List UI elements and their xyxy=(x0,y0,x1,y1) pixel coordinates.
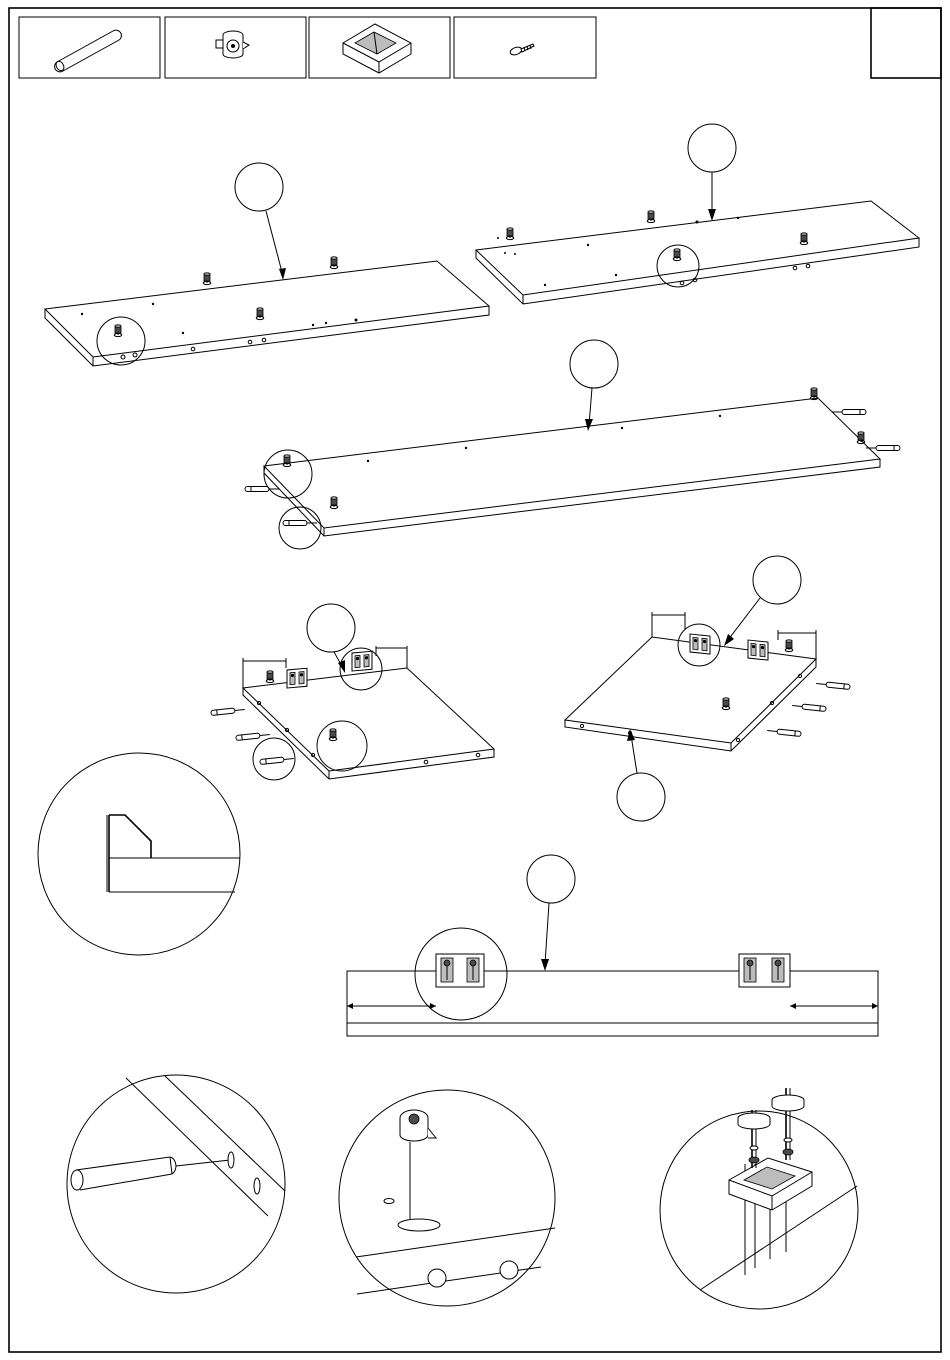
parts-strip xyxy=(19,17,596,78)
panel-c xyxy=(245,340,900,549)
dowel-c3 xyxy=(245,487,279,492)
callout-e-bottom xyxy=(617,773,665,821)
part-cam-lock xyxy=(165,17,306,78)
panel-d xyxy=(211,604,494,780)
dowel-d2 xyxy=(236,732,270,741)
callout-b xyxy=(688,124,736,172)
panel-e xyxy=(565,556,850,821)
dowel-e1 xyxy=(816,681,850,690)
dowel-c4 xyxy=(283,521,317,526)
callout-e-top xyxy=(753,556,801,604)
bracket-f1 xyxy=(436,954,484,987)
dowel-c1 xyxy=(832,410,866,415)
panel-a xyxy=(45,163,489,366)
part-screw xyxy=(454,17,596,78)
screw-icon xyxy=(509,44,534,56)
strip-f xyxy=(347,855,878,1036)
panel-b xyxy=(476,124,919,304)
step-number-box xyxy=(871,8,941,78)
callout-f xyxy=(527,855,575,903)
cam-lock-insertion-detail xyxy=(339,1090,555,1306)
screw-f-right xyxy=(772,1088,804,1160)
corner-bracket-icon xyxy=(343,24,411,73)
bracket-f2 xyxy=(739,954,790,987)
bracket-edge-detail xyxy=(38,753,240,955)
callout-d xyxy=(307,604,355,652)
bracket-screw-detail xyxy=(660,1088,858,1309)
part-dowel xyxy=(19,17,160,78)
wooden-dowel-icon xyxy=(54,30,121,72)
detail-marker-c2 xyxy=(279,507,321,549)
dowel-e2 xyxy=(792,703,826,712)
part-corner-bracket xyxy=(309,17,450,78)
dowel-d3 xyxy=(260,756,294,765)
dowel-d1 xyxy=(211,707,245,716)
cam-lock-icon xyxy=(216,31,249,58)
dowel-insertion-detail xyxy=(67,1075,285,1293)
callout-c xyxy=(570,340,618,388)
callout-a xyxy=(235,163,283,211)
dowel-e3 xyxy=(767,728,801,737)
